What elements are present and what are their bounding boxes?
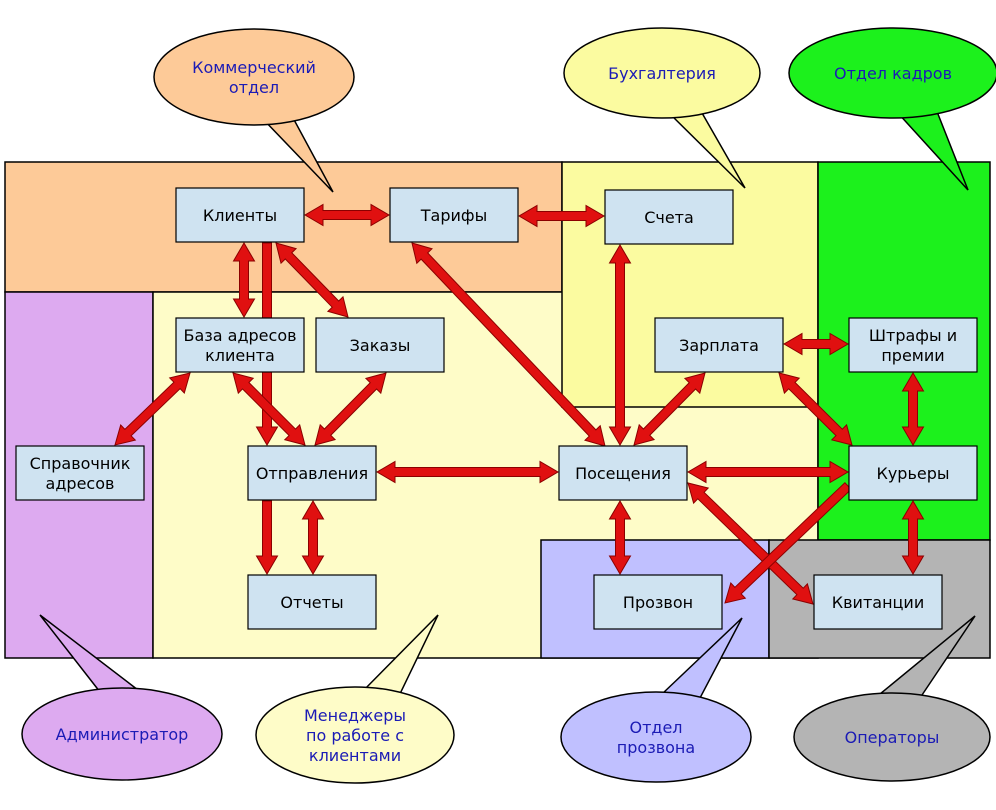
node-tariffs: Тарифы <box>389 187 519 243</box>
arrow-fines-couriers <box>901 372 925 446</box>
arrow-shipments-reports <box>255 500 279 575</box>
callout-admin: Администратор <box>21 614 223 781</box>
arrow-couriers-receipts <box>901 500 925 575</box>
arrow-salary-couriers <box>778 372 853 446</box>
callout-operators: Операторы <box>793 615 991 782</box>
arrow-addressdb-addressref <box>114 372 191 446</box>
node-orders: Заказы <box>315 317 445 373</box>
node-salary: Зарплата <box>654 317 784 373</box>
node-couriers-label: Курьеры <box>876 464 949 483</box>
node-visits: Посещения <box>558 445 688 501</box>
callout-admin-label: Администратор <box>56 725 189 744</box>
arrow-visits-couriers <box>687 460 849 484</box>
node-clients-label: Клиенты <box>203 206 277 225</box>
arrow-tariffs-accounts <box>518 204 605 228</box>
callout-accounting: Бухгалтерия <box>563 27 761 189</box>
arrow-shipments-visits <box>376 460 559 484</box>
arrow-salary-fines <box>783 332 849 356</box>
node-calling-label: Прозвон <box>623 593 693 612</box>
node-visits-label: Посещения <box>575 464 671 483</box>
arrow-couriers-calling <box>724 481 852 604</box>
node-orders-label: Заказы <box>350 336 411 355</box>
arrow-clients-tariffs <box>304 203 390 227</box>
node-calling: Прозвон <box>593 574 723 630</box>
callout-hr: Отдел кадров <box>788 27 996 191</box>
node-reports-label: Отчеты <box>280 593 343 612</box>
callout-operators-label: Операторы <box>845 728 940 747</box>
arrow-orders-shipments <box>314 372 387 446</box>
node-salary-label: Зарплата <box>679 336 759 355</box>
arrow-salary-visits <box>633 372 706 446</box>
arrow-visits-calling <box>608 500 632 575</box>
arrow-clients-orders <box>275 242 349 318</box>
node-shipments: Отправления <box>247 445 377 501</box>
arrow-clients-addressdb <box>232 242 256 318</box>
callout-hr-label: Отдел кадров <box>834 64 952 83</box>
arrow-accounts-visits <box>608 244 632 446</box>
node-tariffs-label: Тарифы <box>420 206 487 225</box>
arrow-visits-receipts <box>687 482 814 605</box>
arrow-reports-shipments <box>301 500 325 575</box>
arrow-addressdb-shipments <box>232 372 306 446</box>
node-accounts: Счета <box>604 189 734 245</box>
node-reports: Отчеты <box>247 574 377 630</box>
node-receipts-label: Квитанции <box>832 593 924 612</box>
node-couriers: Курьеры <box>848 445 978 501</box>
node-accounts-label: Счета <box>644 208 694 227</box>
node-clients: Клиенты <box>175 187 305 243</box>
callout-accounting-label: Бухгалтерия <box>608 64 716 83</box>
node-shipments-label: Отправления <box>256 464 368 483</box>
node-receipts: Квитанции <box>813 574 943 630</box>
